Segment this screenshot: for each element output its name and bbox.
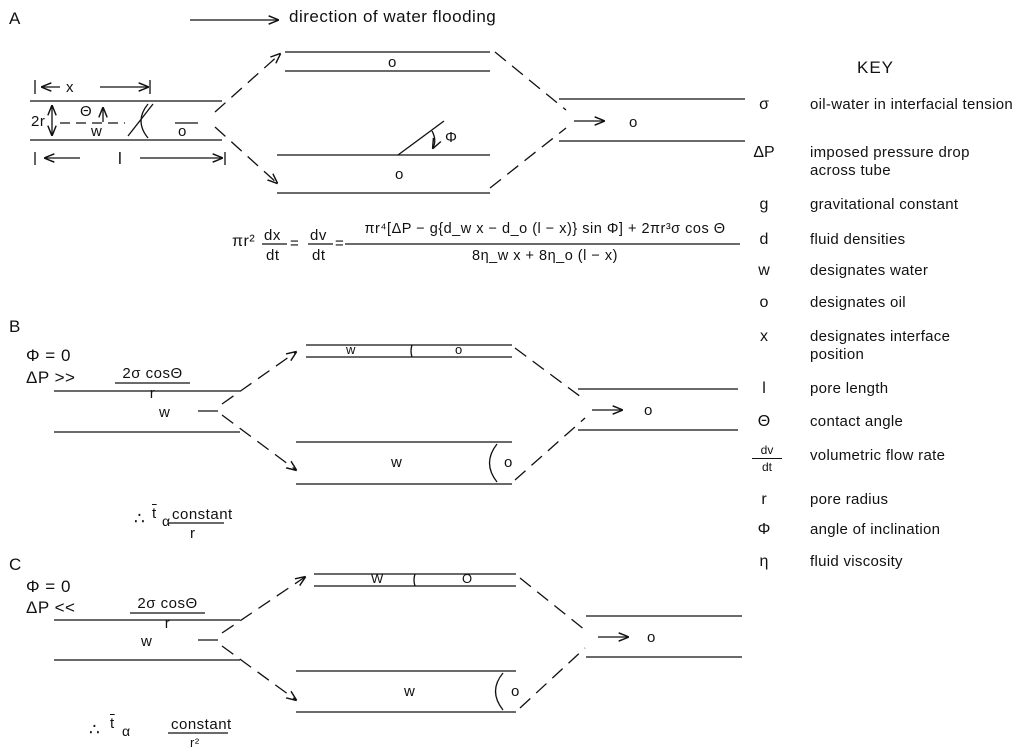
panel-b-label: B: [9, 317, 21, 336]
panel-b-frac-num: 2σ cosΘ: [122, 365, 183, 382]
panel-b-pressure-condition: ΔP >>: [26, 368, 76, 387]
eq-equals1: =: [290, 235, 300, 252]
key-description: volumetric flow rate: [810, 447, 946, 464]
key-symbol: ΔP: [753, 144, 775, 161]
panel-b-result-t: t: [152, 505, 157, 522]
panel-c-frac-den: r: [164, 615, 171, 632]
panel-b-alpha: α: [162, 513, 171, 529]
key-symbol: l: [762, 380, 766, 397]
panel-a-label: A: [9, 9, 21, 28]
key-symbol: η: [759, 553, 769, 570]
panel-b-upper-o: o: [455, 342, 463, 357]
outlet-o-label: o: [629, 114, 638, 131]
key-description: imposed pressure drop across tube: [810, 144, 970, 179]
panel-c-result-den: r²: [190, 735, 200, 750]
panel-b-therefore: ∴: [134, 509, 146, 528]
fluid-w-label: w: [91, 123, 103, 140]
key-symbol: Θ: [757, 413, 771, 430]
panel-c-upper-o: O: [462, 571, 473, 586]
key-symbol: Φ: [757, 521, 771, 538]
panel-b-lower-o: o: [504, 454, 513, 471]
key-symbol: r: [761, 491, 767, 508]
panel-b-result-num: constant: [172, 506, 233, 523]
key-description: gravitational constant: [810, 196, 959, 213]
panel-b-inlet-w: w: [159, 404, 171, 421]
eq-equals2: =: [335, 235, 345, 252]
key-description: fluid densities: [810, 231, 906, 248]
key-description: contact angle: [810, 413, 904, 430]
key-symbol: d: [759, 231, 769, 248]
panel-c-geometry: [54, 573, 742, 734]
eq-dv: dv: [310, 227, 327, 244]
dim-2r-label: 2r: [31, 113, 46, 130]
panel-b-phi-condition: Φ = 0: [26, 346, 71, 365]
panel-c-pressure-condition: ΔP <<: [26, 598, 76, 617]
panel-b-lower-w: w: [391, 454, 403, 471]
panel-c-alpha: α: [122, 723, 131, 739]
key-description: fluid viscosity: [810, 553, 903, 570]
key-symbol: w: [758, 262, 770, 279]
panel-c-lower-o: o: [511, 683, 520, 700]
panel-c-lower-w: w: [404, 683, 416, 700]
fluid-o-label: o: [178, 123, 187, 140]
upper-pore-o-label: o: [388, 54, 397, 71]
key-description: designates water: [810, 262, 929, 279]
panel-b-geometry: [54, 344, 738, 524]
panel-c-result-num: constant: [171, 716, 232, 733]
flow-direction-label: direction of water flooding: [289, 7, 497, 26]
dim-l-label: l: [118, 149, 123, 168]
panel-c-therefore: ∴: [89, 720, 101, 739]
dim-x-label: x: [66, 79, 74, 96]
panel-c-frac-num: 2σ cosΘ: [137, 595, 198, 612]
key-description: designates oil: [810, 294, 906, 311]
panel-c-inlet-w: w: [141, 633, 153, 650]
key-symbol: σ: [759, 96, 769, 113]
panel-b-frac-den: r: [149, 385, 156, 402]
eq-dx: dx: [264, 227, 281, 244]
panel-c-result-t: t: [110, 715, 115, 732]
key-symbol: x: [760, 328, 768, 345]
panel-c-label: C: [9, 555, 22, 574]
eq-denominator: 8η_w x + 8η_o (l − x): [472, 248, 618, 264]
lower-pore-o-label: o: [395, 166, 404, 183]
panel-c-phi-condition: Φ = 0: [26, 577, 71, 596]
panel-a-geometry: [30, 51, 745, 245]
key-description: oil-water in interfacial tension: [810, 96, 1014, 113]
phi-label: Φ: [445, 129, 458, 146]
key-symbol: g: [759, 196, 769, 213]
key-description: designates interface position: [810, 328, 951, 363]
panel-c-upper-w: W: [371, 571, 384, 586]
key-symbol: o: [759, 294, 769, 311]
panel-b-upper-w: w: [346, 342, 356, 357]
eq-numerator: πr⁴[ΔP − g{d_w x − d_o (l − x)} sin Φ] +…: [364, 221, 726, 237]
panel-b-outlet-o: o: [644, 402, 653, 419]
key-description: pore radius: [810, 491, 889, 508]
panel-b-result-den: r: [190, 525, 196, 542]
eq-dt1: dt: [266, 247, 280, 264]
key-description: angle of inclination: [810, 521, 941, 538]
panel-c-outlet-o: o: [647, 629, 656, 646]
key-title: KEY: [857, 58, 895, 77]
key-description: pore length: [810, 380, 889, 397]
theta-label: Θ: [80, 103, 93, 120]
eq-dt2: dt: [312, 247, 326, 264]
eq-lhs: πr²: [232, 233, 256, 250]
